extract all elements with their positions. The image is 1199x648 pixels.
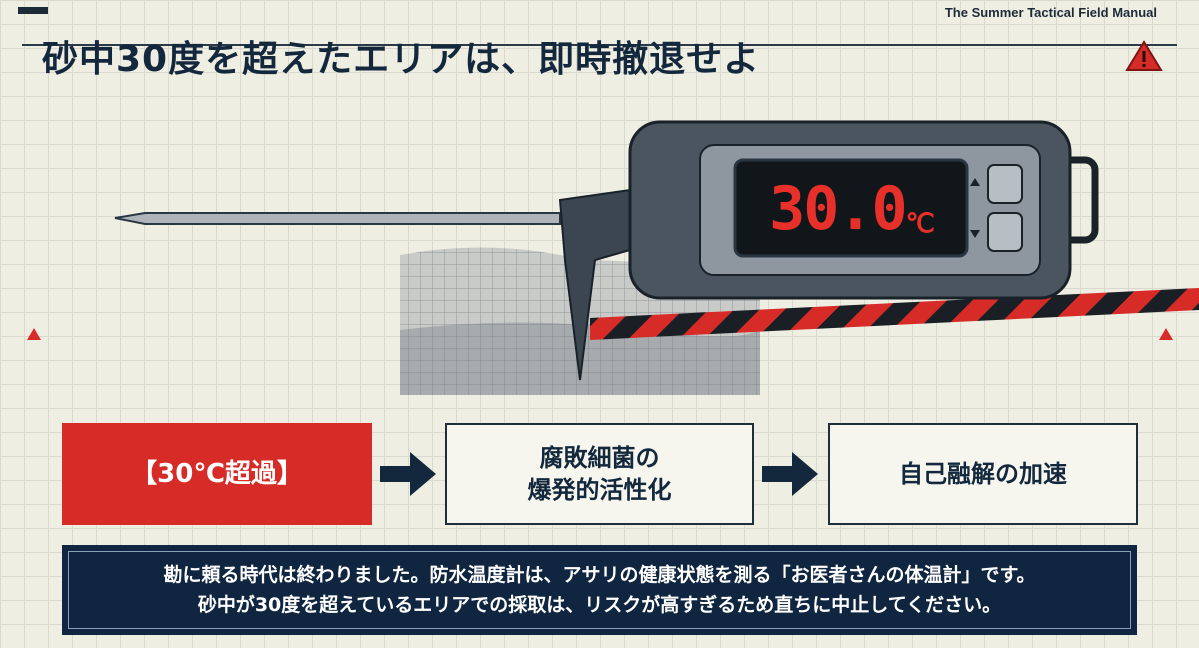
warning-small-icon-left — [27, 328, 41, 340]
arrow-right-icon — [380, 452, 436, 496]
frame-border — [22, 44, 1177, 646]
temperature-readout: 30.0℃ — [740, 165, 962, 253]
hazard-tape — [590, 288, 1199, 340]
probe — [114, 212, 561, 225]
display-screen — [733, 158, 969, 258]
decor-bar — [18, 7, 48, 14]
thermometer-illustration — [114, 120, 1199, 395]
flow-step-line1: 腐敗細菌の — [539, 444, 660, 472]
footer-line-2: 砂中が30度を超えているエリアでの採取は、リスクが高すぎるため直ちに中止してくだ… — [197, 594, 1002, 616]
flow-step-line2: 爆発的活性化 — [527, 476, 672, 504]
flow-step-autolysis: 自己融解の加速 — [828, 423, 1138, 525]
warning-small-icon-right — [1159, 328, 1173, 340]
footer-line-1: 勘に頼る時代は終わりました。防水温度計は、アサリの健康状態を測る「お医者さんの体… — [163, 564, 1036, 586]
arrow-right-icon — [762, 452, 818, 496]
page-title: 砂中30度を超えたエリアは、即時撤退せよ — [42, 39, 761, 80]
manual-title: The Summer Tactical Field Manual — [944, 5, 1157, 20]
temperature-value: 30.0 — [769, 174, 907, 244]
temperature-unit: ℃ — [905, 209, 935, 239]
flow-step-over-30: 【30℃超過】 — [62, 423, 372, 525]
footer-panel: 勘に頼る時代は終わりました。防水温度計は、アサリの健康状態を測る「お医者さんの体… — [62, 545, 1137, 635]
up-button — [987, 164, 1023, 204]
flow-step-bacteria: 腐敗細菌の爆発的活性化 — [445, 423, 754, 525]
warning-icon — [1125, 40, 1163, 71]
down-button — [987, 212, 1023, 252]
